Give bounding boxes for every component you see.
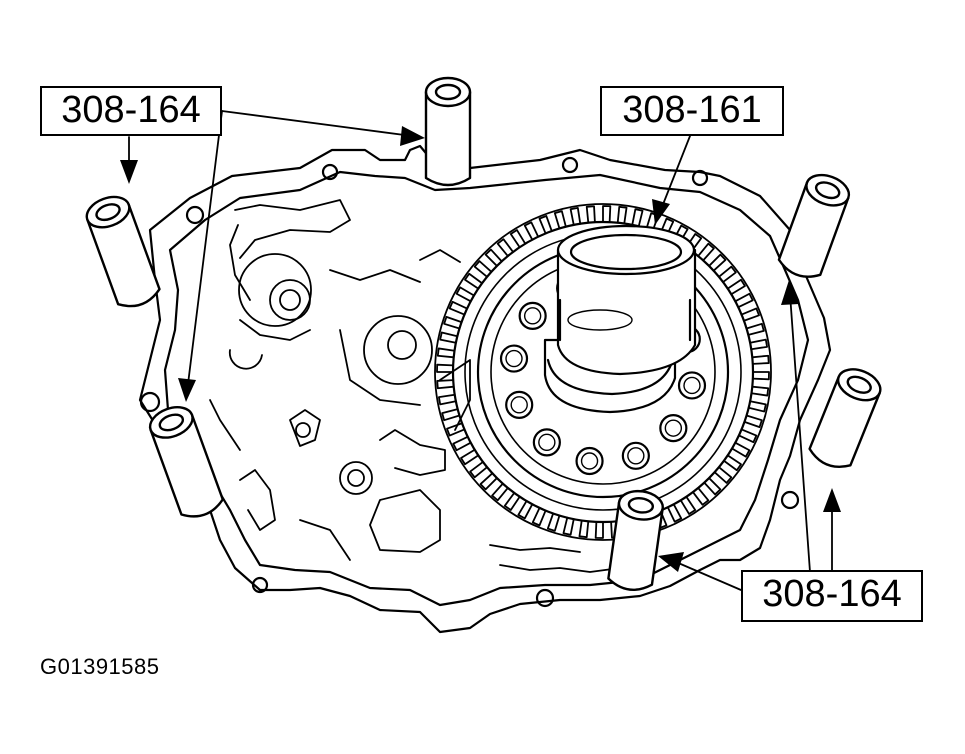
gear-tooth — [538, 215, 553, 235]
carrier-hole-inner — [538, 433, 556, 452]
gear-tooth — [479, 472, 498, 491]
gear-tooth — [713, 466, 733, 484]
gear-tooth — [473, 260, 493, 278]
carrier-hole — [575, 446, 604, 476]
gear-tooth — [703, 477, 722, 496]
gear-tooth — [602, 205, 612, 224]
gear-tooth — [484, 248, 503, 267]
gear-tooth — [743, 414, 763, 429]
carrier-hole — [677, 371, 707, 400]
gear-tooth — [546, 512, 561, 532]
carrier-hole-inner — [683, 376, 701, 395]
gear-tooth — [749, 338, 768, 351]
gear-tooth — [503, 492, 521, 511]
gear-tooth — [747, 400, 767, 413]
pin-upper-left — [85, 195, 161, 308]
carrier-hole — [659, 414, 688, 443]
gear-tooth — [718, 265, 737, 283]
gear-tooth — [594, 520, 604, 539]
gear-tooth — [460, 448, 480, 466]
gear-tooth — [436, 347, 456, 359]
gear-tooth — [631, 208, 644, 228]
gear-tooth — [751, 371, 770, 381]
gear-tooth — [569, 207, 582, 226]
gear-tooth — [464, 272, 483, 290]
gear-tooth — [469, 461, 488, 479]
gear-tooth — [531, 507, 547, 527]
gear-tooth — [740, 307, 760, 322]
carrier-hole-inner — [664, 419, 683, 437]
callout-308-161: 308-161 — [600, 86, 784, 136]
gear-tooth — [738, 428, 758, 444]
callout-308-164-top-left: 308-164 — [40, 86, 222, 136]
callout-308-164-bottom-right: 308-164 — [741, 570, 923, 622]
gear-tooth — [496, 238, 514, 257]
pin-upper-right — [777, 173, 851, 278]
gear-tooth — [751, 354, 770, 365]
pin-lower-left — [148, 406, 224, 518]
gear-tooth — [455, 286, 475, 303]
gear-tooth — [666, 503, 683, 523]
gear-tooth — [750, 385, 770, 397]
carrier-hole-inner — [627, 447, 645, 465]
gear-tooth — [439, 331, 459, 344]
case-interior-detail — [209, 199, 621, 573]
gear-tooth — [679, 495, 697, 515]
pin-right — [808, 368, 882, 468]
gear-tooth — [553, 210, 567, 230]
gear-tooth — [448, 300, 468, 316]
gear-tooth — [436, 379, 455, 390]
gear-tooth — [731, 441, 751, 458]
gear-tooth — [436, 363, 455, 373]
gear-tooth — [578, 519, 590, 539]
gear-tooth — [723, 454, 742, 472]
gear-tooth — [562, 516, 575, 536]
tool-pins — [85, 76, 882, 591]
gear-tooth — [523, 221, 540, 241]
carrier-hole — [518, 301, 547, 330]
gear-tooth — [745, 322, 765, 336]
pin-bottom-center — [607, 489, 664, 591]
gear-tooth — [734, 292, 754, 309]
gear-tooth — [616, 205, 628, 225]
carrier-hole — [505, 390, 534, 419]
center-hub — [543, 224, 697, 414]
gear-tooth — [659, 217, 675, 237]
gear-tooth — [438, 393, 457, 406]
arrowheads — [120, 126, 841, 572]
gear-tooth — [692, 487, 710, 506]
gear-tooth — [443, 315, 463, 330]
gear-tooth — [708, 253, 727, 272]
gear-tooth — [726, 278, 746, 296]
carrier-hole — [532, 428, 561, 457]
gear-tooth — [446, 422, 466, 437]
carrier-hole — [621, 441, 650, 470]
pin-top-center — [424, 76, 472, 187]
gear-tooth — [517, 500, 534, 520]
carrier-hole-inner — [580, 452, 599, 470]
gear-tooth — [441, 408, 461, 422]
gear-tooth — [452, 435, 472, 452]
gear-tooth — [491, 482, 509, 502]
gear-tooth — [509, 229, 527, 249]
carrier-hole-inner — [505, 349, 523, 368]
leader-lines — [128, 110, 833, 591]
gear-tooth — [697, 242, 715, 262]
carrier-hole-inner — [523, 307, 542, 325]
figure-id: G01391585 — [40, 654, 160, 679]
carrier-hole — [499, 344, 529, 373]
gear-tooth — [685, 233, 703, 252]
carrier-hole-inner — [510, 396, 528, 414]
gear-tooth — [585, 205, 596, 224]
